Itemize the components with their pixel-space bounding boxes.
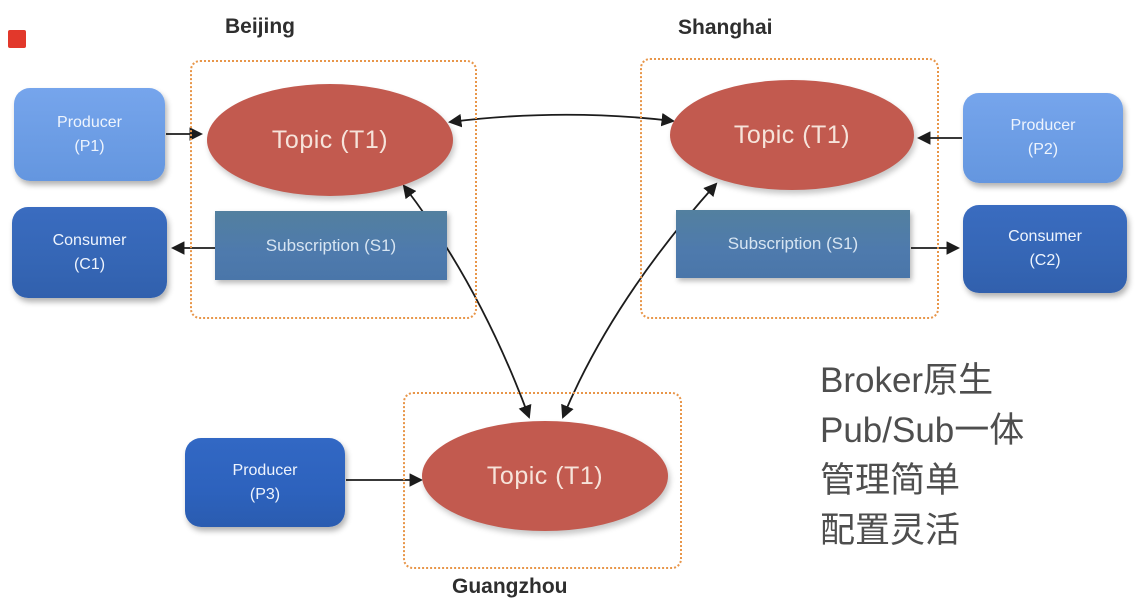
annotation-line-2: Pub/Sub一体 — [820, 411, 1025, 450]
consumer-c2-id: (C2) — [1029, 252, 1061, 269]
consumer-c1-name: Consumer — [52, 231, 127, 249]
topic-ellipse-shanghai: Topic (T1) — [670, 80, 914, 190]
region-box-shanghai — [640, 58, 939, 319]
producer-p3-id: (P3) — [249, 485, 281, 503]
consumer-c2-box: Consumer (C2) — [963, 205, 1127, 293]
consumer-c1-id: (C1) — [73, 255, 106, 273]
region-title-guangzhou: Guangzhou — [452, 575, 568, 598]
annotation-line-4: 配置灵活 — [820, 511, 961, 550]
producer-p2-box: Producer (P2) — [963, 93, 1123, 183]
topic-label-guangzhou: Topic (T1) — [486, 461, 604, 490]
topic-ellipse-guangzhou: Topic (T1) — [422, 421, 668, 531]
annotation-text: Broker原生 Pub/Sub一体 管理简单 配置灵活 — [820, 356, 1024, 556]
subscription-label-beijing: Subscription (S1) — [265, 235, 397, 255]
topic-ellipse-beijing: Topic (T1) — [207, 84, 453, 196]
annotation-line-3: 管理简单 — [820, 461, 961, 500]
producer-p3-box: Producer (P3) — [185, 438, 345, 527]
region-title-shanghai: Shanghai — [678, 16, 773, 39]
producer-p1-box: Producer (P1) — [14, 88, 165, 181]
annotation-line-1: Broker原生 — [820, 361, 994, 400]
topic-label-beijing: Topic (T1) — [271, 125, 389, 154]
producer-p1-id: (P1) — [74, 137, 105, 155]
region-title-beijing: Beijing — [225, 15, 296, 38]
consumer-c2-name: Consumer — [1008, 228, 1082, 245]
producer-p1-name: Producer — [57, 113, 122, 131]
consumer-c1-box: Consumer (C1) — [12, 207, 167, 298]
subscription-box-beijing: Subscription (S1) — [215, 211, 447, 280]
red-corner-marker — [8, 30, 26, 48]
topic-label-shanghai: Topic (T1) — [733, 120, 851, 149]
subscription-label-shanghai: Subscription (S1) — [727, 234, 859, 253]
producer-p2-name: Producer — [1010, 117, 1076, 134]
region-box-guangzhou — [403, 392, 682, 569]
producer-p2-id: (P2) — [1027, 141, 1059, 158]
producer-p3-name: Producer — [232, 461, 298, 479]
region-box-beijing — [190, 60, 477, 319]
subscription-box-shanghai: Subscription (S1) — [676, 210, 910, 278]
